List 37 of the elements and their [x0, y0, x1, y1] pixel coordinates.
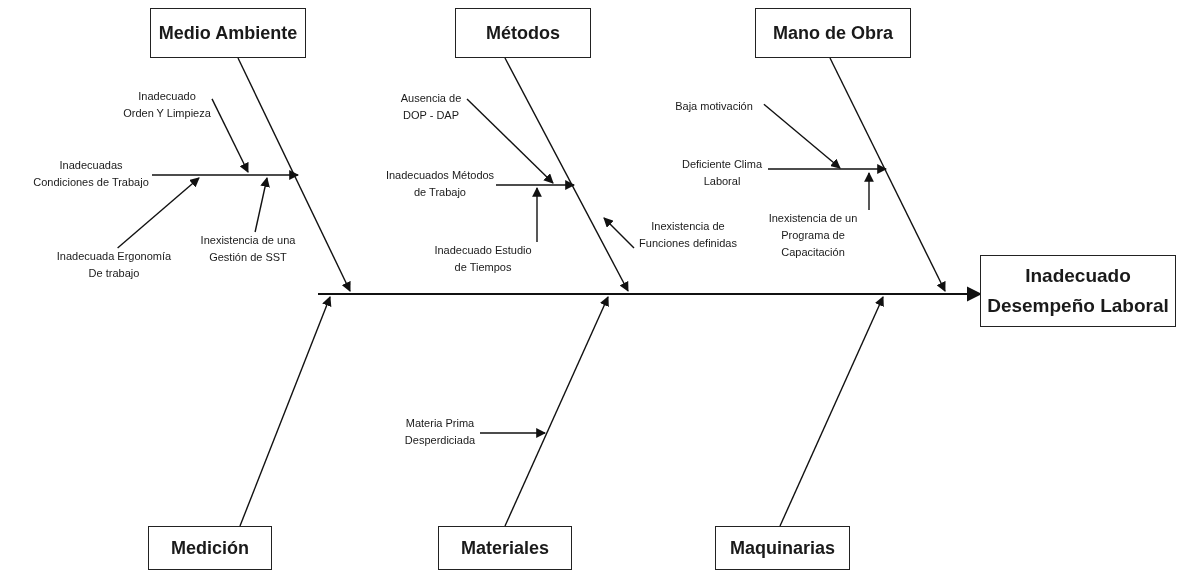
cause-text: Inadecuados Métodos de Trabajo [384, 167, 496, 201]
cause-text: Inadecuada Ergonomía De trabajo [55, 248, 173, 282]
cause-text: Ausencia de DOP - DAP [395, 90, 467, 124]
bone-arrow [779, 296, 884, 527]
cause-text: Inexistencia de una Gestión de SST [192, 232, 304, 266]
bone-arrow [829, 57, 946, 292]
cause-text: Inexistencia de Funciones definidas [634, 218, 742, 252]
cause-arrow [466, 98, 554, 184]
bone-arrow [237, 57, 351, 292]
cause-arrow [532, 187, 542, 243]
bone-arrow [504, 57, 629, 292]
bone-arrow [239, 296, 332, 527]
cause-arrow [479, 428, 546, 438]
cause-text: Deficiente Clima Laboral [676, 156, 768, 190]
cause-arrow [211, 98, 249, 173]
category-box: Medio Ambiente [150, 8, 306, 58]
cause-arrow [495, 180, 575, 190]
cause-arrow [116, 177, 200, 249]
cause-text: Inadecuado Orden Y Limpieza [122, 88, 212, 122]
category-box: Materiales [438, 526, 572, 570]
category-box: Mano de Obra [755, 8, 911, 58]
category-box: Medición [148, 526, 272, 570]
cause-arrow [864, 172, 874, 211]
cause-arrow [767, 164, 887, 174]
cause-text: Inexistencia de un Programa de Capacitación [756, 210, 870, 261]
cause-arrow [254, 177, 270, 233]
cause-text: Inadecuado Estudio de Tiempos [428, 242, 538, 276]
cause-arrow [603, 217, 635, 249]
cause-arrow [151, 170, 299, 180]
bone-arrow [504, 296, 609, 527]
effect-box: Inadecuado Desempeño Laboral [980, 255, 1176, 327]
cause-arrow [763, 103, 841, 169]
cause-text: Inadecuadas Condiciones de Trabajo [30, 157, 152, 191]
cause-text: Baja motivación [664, 98, 764, 115]
category-box: Maquinarias [715, 526, 850, 570]
category-box: Métodos [455, 8, 591, 58]
cause-text: Materia Prima Desperdiciada [400, 415, 480, 449]
